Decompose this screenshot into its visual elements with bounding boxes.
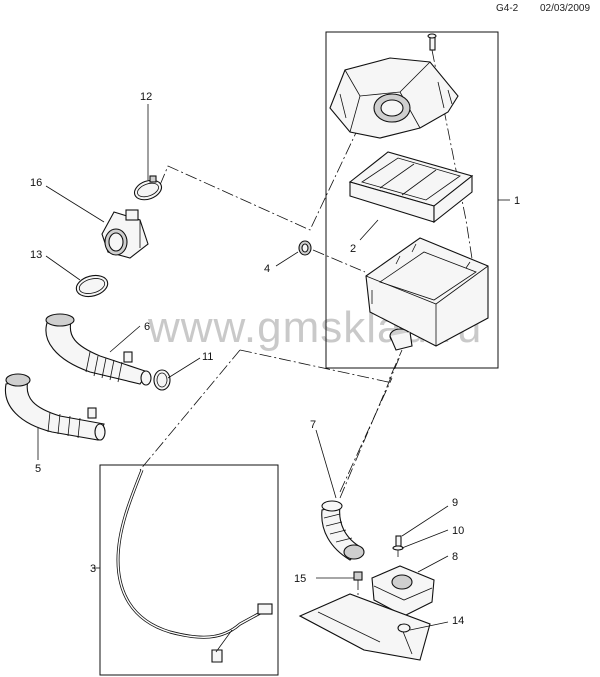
mass-air-flow-sensor [101, 209, 149, 259]
callout-6: 6 [144, 321, 150, 333]
air-cleaner-cover [329, 57, 459, 139]
retaining-nut [353, 571, 363, 581]
diagram-date: 02/03/2009 [540, 3, 591, 14]
callout-15: 15 [294, 573, 306, 585]
air-intake-duct-5 [4, 373, 106, 441]
callout-8: 8 [452, 551, 458, 563]
hose-clamp-lower [75, 274, 109, 298]
grommet [298, 240, 312, 256]
callout-3: 3 [90, 563, 96, 575]
air-inlet-resonator [371, 565, 435, 617]
callout-labels: 1 2 3 4 5 6 7 8 9 10 11 12 13 14 15 16 [30, 91, 520, 627]
callout-14: 14 [452, 615, 464, 627]
leader-lines [37, 104, 510, 631]
diagram-code: G4-2 [496, 3, 519, 14]
hose-clamp-11 [153, 369, 171, 391]
callout-7: 7 [310, 419, 316, 431]
mounting-bracket [298, 593, 431, 661]
callout-4: 4 [264, 263, 270, 275]
callout-9: 9 [452, 497, 458, 509]
harness-detail-frame [99, 464, 279, 676]
air-filter-element [348, 151, 474, 224]
callout-11: 11 [202, 351, 213, 363]
wiring-harness [116, 469, 273, 663]
callout-12: 12 [140, 91, 152, 103]
corrugated-hose [321, 500, 365, 561]
air-intake-duct-6 [45, 313, 152, 386]
air-cleaner-lower-housing [365, 237, 489, 351]
callout-13: 13 [30, 249, 42, 261]
callout-1: 1 [514, 195, 520, 207]
hose-clamp-upper [133, 175, 163, 201]
callout-16: 16 [30, 177, 42, 189]
cover-bolt [427, 33, 437, 51]
mounting-bolt [392, 535, 404, 551]
callout-5: 5 [35, 463, 41, 475]
callout-2: 2 [350, 243, 356, 255]
callout-10: 10 [452, 525, 464, 537]
assembly-lines [139, 49, 481, 595]
